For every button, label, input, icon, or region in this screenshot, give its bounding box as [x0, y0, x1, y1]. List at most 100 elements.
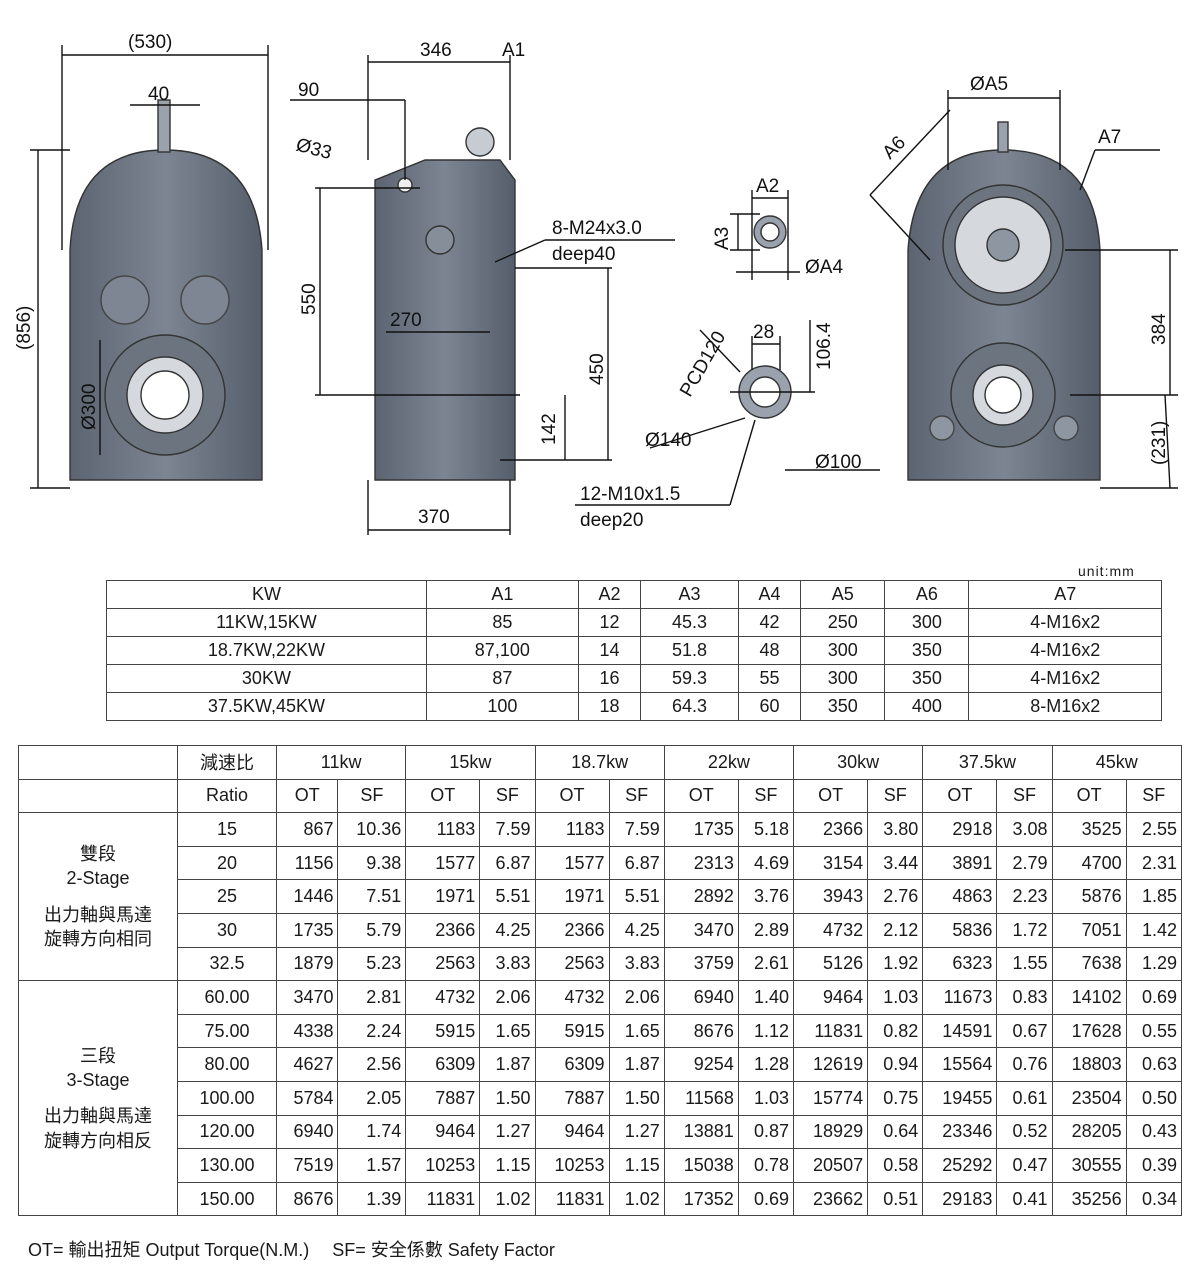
- side-offset-label: 90: [298, 80, 319, 101]
- perf-sf-cell: 2.23: [996, 879, 1053, 914]
- perf-ot-cell: 2892: [663, 879, 739, 914]
- perf-sf-cell: 2.81: [337, 980, 407, 1015]
- perf-ot-cell: 8676: [663, 1013, 739, 1049]
- dim-header-cell: A6: [884, 580, 970, 609]
- dim-header-cell: A7: [968, 580, 1162, 609]
- perf-ot-cell: 7638: [1051, 946, 1127, 982]
- perf-ratio-cell: 75.00: [177, 1013, 277, 1049]
- side-bottom-label: 370: [418, 507, 450, 528]
- perf-ot-cell: 17628: [1051, 1013, 1127, 1049]
- perf-ot-cell: 10253: [534, 1148, 610, 1183]
- perf-sf-cell: 0.51: [867, 1181, 924, 1217]
- perf-sf-cell: 4.25: [479, 912, 536, 948]
- perf-ot-cell: 19455: [922, 1080, 998, 1116]
- rear-a6-label: A6: [879, 132, 910, 163]
- perf-ot-cell: 2366: [793, 812, 869, 847]
- perf-sf-cell: 2.61: [737, 946, 795, 982]
- key-a2-label: A2: [756, 176, 779, 197]
- key-detail: A2 A3 ØA4: [712, 176, 843, 280]
- perf-sf-cell: 0.75: [867, 1080, 924, 1116]
- perf-ot-header: OT: [793, 778, 869, 814]
- perf-sf-cell: 5.79: [337, 912, 407, 948]
- perf-sf-cell: 7.51: [337, 879, 407, 914]
- perf-sf-cell: 4.25: [608, 912, 665, 948]
- perf-ot-cell: 4732: [534, 980, 610, 1015]
- perf-sf-cell: 2.76: [867, 879, 924, 914]
- perf-sf-cell: 0.83: [996, 980, 1053, 1015]
- perf-ot-cell: 2563: [405, 946, 481, 982]
- perf-sf-cell: 0.43: [1125, 1114, 1183, 1150]
- perf-ratio-cell: 120.00: [177, 1114, 277, 1150]
- perf-sf-cell: 5.23: [337, 946, 407, 982]
- perf-ot-cell: 5915: [405, 1013, 481, 1049]
- perf-ot-cell: 6309: [405, 1047, 481, 1082]
- dim-cell: 42: [737, 608, 802, 637]
- perf-sf-cell: 0.55: [1125, 1013, 1183, 1049]
- perf-sf-cell: 1.03: [737, 1080, 795, 1116]
- perf-sf-cell: 1.15: [479, 1148, 536, 1183]
- perf-ot-cell: 2366: [405, 912, 481, 948]
- perf-power-header: 45kw: [1051, 745, 1183, 780]
- perf-sf-cell: 2.24: [337, 1013, 407, 1049]
- perf-ot-cell: 6323: [922, 946, 998, 982]
- perf-ot-cell: 4700: [1051, 845, 1127, 881]
- dim-cell: 250: [800, 608, 886, 637]
- perf-sf-header: SF: [608, 778, 665, 814]
- perf-sf-cell: 0.58: [867, 1148, 924, 1183]
- dim-header-cell: A2: [577, 580, 642, 609]
- perf-power-header: 11kw: [275, 745, 407, 780]
- perf-sf-header: SF: [996, 778, 1053, 814]
- perf-sf-cell: 0.61: [996, 1080, 1053, 1116]
- dim-header-cell: A3: [640, 580, 739, 609]
- perf-ot-cell: 1879: [275, 946, 339, 982]
- perf-corner-cell: [18, 778, 178, 814]
- perf-sf-cell: 1.65: [479, 1013, 536, 1049]
- dim-cell: 51.8: [640, 636, 739, 665]
- dim-cell: 4-M16x2: [968, 608, 1162, 637]
- perf-sf-cell: 3.80: [867, 812, 924, 847]
- perf-ratio-cell: 15: [177, 812, 277, 847]
- shaft-tap-spec-2: deep20: [580, 510, 643, 531]
- perf-sf-cell: 0.78: [737, 1148, 795, 1183]
- perf-ot-cell: 15564: [922, 1047, 998, 1082]
- perf-power-header: 15kw: [405, 745, 536, 780]
- perf-ot-cell: 8676: [275, 1181, 339, 1217]
- perf-sf-cell: 1.57: [337, 1148, 407, 1183]
- front-bore-label: Ø300: [79, 384, 100, 430]
- dim-cell: 350: [884, 636, 970, 665]
- perf-ot-cell: 3525: [1051, 812, 1127, 847]
- perf-ot-cell: 1156: [275, 845, 339, 881]
- perf-sf-header: SF: [337, 778, 407, 814]
- perf-group-label-en: 3-Stage: [66, 1069, 130, 1090]
- perf-ot-cell: 29183: [922, 1181, 998, 1217]
- perf-ot-header: OT: [405, 778, 481, 814]
- perf-sf-cell: 1.15: [608, 1148, 665, 1183]
- perf-ot-cell: 4863: [922, 879, 998, 914]
- perf-ot-cell: 1735: [663, 812, 739, 847]
- dim-cell: 16: [577, 664, 642, 693]
- dim-header-cell: KW: [106, 580, 427, 609]
- front-eye-label: 40: [148, 84, 169, 105]
- dim-cell: 400: [884, 692, 970, 721]
- technical-drawing: (530) 40 (856) Ø300: [14, 32, 1178, 535]
- perf-sf-cell: 6.87: [479, 845, 536, 881]
- dim-cell: 59.3: [640, 664, 739, 693]
- perf-ot-cell: 4732: [405, 980, 481, 1015]
- dim-cell: 48: [737, 636, 802, 665]
- perf-ot-cell: 25292: [922, 1148, 998, 1183]
- perf-ot-cell: 3154: [793, 845, 869, 881]
- perf-group-note-2: 旋轉方向相同: [44, 928, 152, 949]
- perf-sf-cell: 0.69: [1125, 980, 1183, 1015]
- perf-group-label-cn: 雙段: [80, 844, 116, 865]
- legend: OT= 輸出扭矩 Output Torque(N.M.) SF= 安全係數 Sa…: [28, 1236, 573, 1262]
- perf-ratio-cell: 130.00: [177, 1148, 277, 1183]
- perf-sf-cell: 0.50: [1125, 1080, 1183, 1116]
- perf-ot-cell: 5836: [922, 912, 998, 948]
